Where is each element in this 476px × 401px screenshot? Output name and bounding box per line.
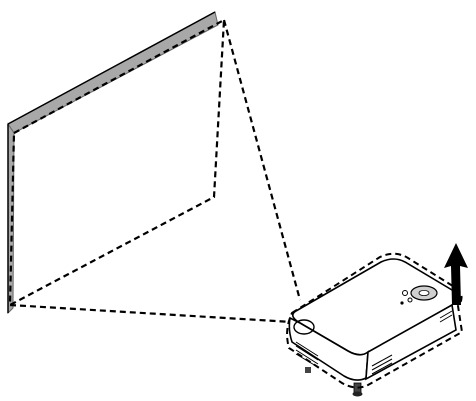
power-button-icon xyxy=(402,290,408,296)
indicator-icon xyxy=(400,301,404,305)
projector-foot-front-base xyxy=(352,391,363,397)
projector-foot-left xyxy=(305,367,311,373)
projector xyxy=(286,252,464,397)
beam-line-bottom xyxy=(9,303,293,324)
side-vent xyxy=(371,310,453,375)
source-button-icon xyxy=(407,297,413,303)
projected-image-outline xyxy=(8,18,226,307)
lens-icon xyxy=(293,319,315,335)
projector-tilt-outline xyxy=(286,252,464,389)
projection-beam xyxy=(9,19,302,324)
screen-top-edge xyxy=(7,11,219,134)
projection-screen xyxy=(7,11,226,315)
control-pad-center xyxy=(418,289,430,296)
tilt-up-arrow-icon xyxy=(444,243,468,305)
screen-top-border xyxy=(7,11,216,125)
beam-line-top xyxy=(222,19,302,301)
